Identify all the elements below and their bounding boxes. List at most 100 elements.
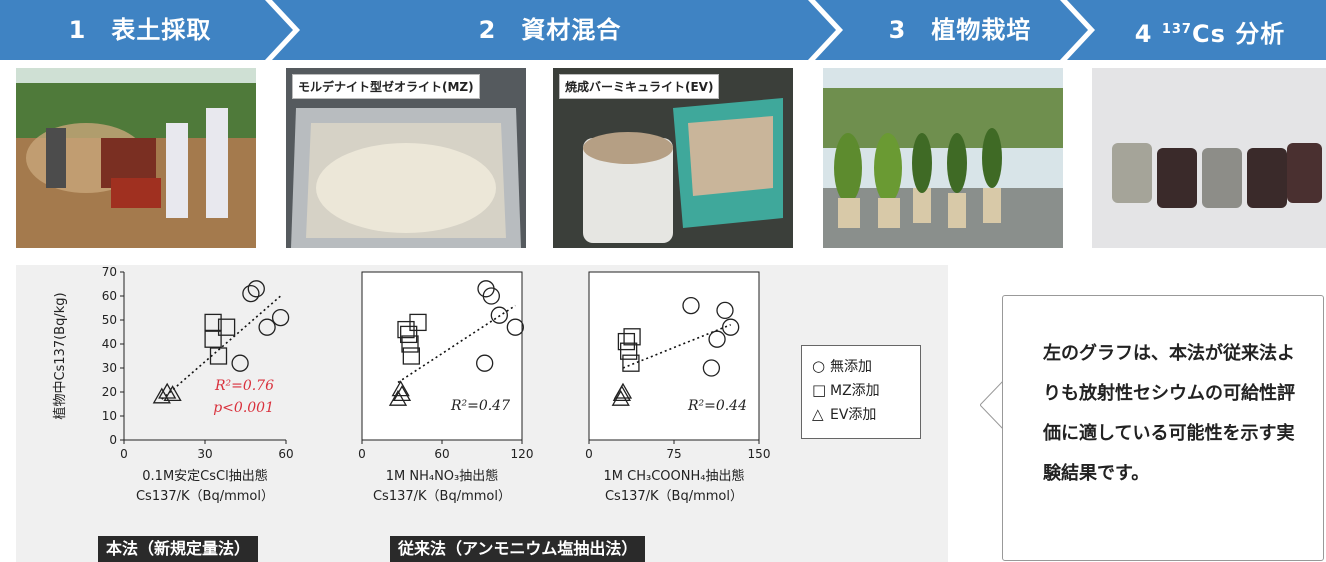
data-point-circle	[271, 308, 290, 327]
data-point-triangle	[392, 385, 412, 402]
data-point-circle	[682, 296, 700, 315]
data-point-square	[622, 354, 640, 372]
data-point-square	[409, 313, 427, 332]
y-tick-label: 30	[102, 361, 117, 375]
data-point-circle	[708, 330, 726, 348]
chart-layer: 0 10 20 30 40 50 60 70 0 30 60 0.1M安定CsCl抽出態 Cs137/K…	[53, 265, 770, 504]
charts-panel: 0 10 20 30 40 50 60 70 0 30 60 0.1M安定CsCl抽出態 Cs137/K…	[16, 265, 948, 562]
y-tick-label: 60	[102, 289, 117, 303]
photo-zeolite: モルデナイト型ゼオライト(MZ)	[286, 68, 526, 248]
x-tick-label: 120	[511, 447, 534, 461]
y-tick-label: 0	[109, 433, 117, 447]
r-squared-annotation: R²=0.76	[214, 378, 274, 394]
step-3-label: 3 植物栽培	[888, 16, 1032, 44]
x-tick-label: 60	[434, 447, 449, 461]
step-2-chevron	[272, 0, 836, 60]
data-point-square	[204, 330, 222, 348]
y-tick-label: 40	[102, 337, 117, 351]
square-icon: □	[812, 381, 827, 399]
step-3-chevron	[815, 0, 1088, 60]
y-tick-label: 10	[102, 409, 117, 423]
data-point-triangle	[391, 380, 410, 397]
y-tick-label: 70	[102, 265, 117, 279]
x-tick-label: 60	[278, 447, 293, 461]
data-point-circle	[722, 318, 740, 336]
step-4-label: 4 137Cs 分析	[1110, 0, 1310, 60]
data-point-triangle	[163, 385, 182, 402]
r-squared-annotation: R²=0.44	[687, 398, 747, 414]
step-1-chevron	[0, 0, 293, 60]
r-squared-annotation: p<0.001	[213, 400, 274, 416]
steps-background	[0, 0, 1326, 60]
data-point-circle	[242, 284, 260, 303]
data-point-square	[400, 325, 418, 344]
legend-item-ev: △ EV添加	[812, 402, 910, 426]
x-axis-unit-label: Cs137/K（Bq/mmol）	[605, 489, 743, 504]
data-point-circle	[247, 280, 265, 298]
callout-tail	[980, 380, 1004, 430]
process-steps-bar: 1 表土採取 2 資材混合 3 植物栽培 4 137Cs 分析	[0, 0, 1326, 60]
step-4-chevron	[1067, 0, 1326, 60]
photo-tag-ev: 焼成バーミキュライト(EV)	[559, 74, 720, 99]
step-1-label: 1 表土採取	[68, 16, 212, 44]
legend-label-mz: MZ添加	[830, 383, 880, 399]
legend-item-mz: □MZ添加	[812, 378, 910, 402]
data-point-circle	[476, 354, 494, 372]
data-point-circle	[482, 287, 500, 305]
y-tick-label: 50	[102, 313, 117, 327]
r-squared-annotation: R²=0.47	[450, 398, 510, 414]
y-tick-label: 20	[102, 385, 117, 399]
x-axis-label: 1M NH₄NO₃抽出態	[386, 468, 499, 484]
circle-icon: ○	[812, 357, 826, 375]
x-tick-label: 30	[197, 447, 212, 461]
legend-label-ev: EV添加	[830, 407, 877, 423]
data-point-square	[617, 332, 636, 351]
data-point-circle	[506, 318, 524, 336]
x-tick-label: 75	[666, 447, 681, 461]
data-point-triangle	[613, 382, 633, 399]
x-axis-label: 0.1M安定CsCl抽出態	[142, 468, 267, 484]
data-point-square	[217, 318, 236, 336]
x-tick-label: 150	[748, 447, 771, 461]
photo-cs-analysis	[1092, 68, 1326, 248]
data-point-triangle	[152, 387, 171, 404]
photo-plant-cultivation	[823, 68, 1063, 248]
legend-label-no-additive: 無添加	[830, 359, 872, 375]
data-point-square	[401, 335, 419, 353]
y-axis-label: 植物中Cs137(Bq/kg)	[53, 292, 68, 419]
triangle-icon: △	[812, 405, 824, 423]
data-point-square	[402, 347, 420, 365]
x-axis-unit-label: Cs137/K（Bq/mmol）	[373, 489, 511, 504]
photo-vermiculite: 焼成バーミキュライト(EV)	[553, 68, 793, 248]
data-point-square	[623, 328, 641, 346]
plot-frame	[588, 271, 760, 441]
data-point-square	[620, 342, 638, 360]
callout-box: 左のグラフは、本法が従来法よりも放射性セシウムの可給性評価に適している可能性を示…	[1002, 295, 1324, 561]
data-point-circle	[231, 354, 249, 372]
method-label-conventional: 従来法（アンモニウム塩抽出法）	[390, 536, 646, 562]
data-point-triangle	[158, 382, 177, 399]
x-tick-label: 0	[120, 447, 128, 461]
photo-soil-sampling	[16, 68, 256, 248]
charts-svg: 0 10 20 30 40 50 60 70 0 30 60 0.1M安定CsCl抽出態 Cs137/K…	[53, 265, 770, 504]
data-point-circle	[490, 306, 508, 324]
step-4-number: 4	[1134, 20, 1153, 48]
x-axis-label: 1M CH₃COONH₄抽出態	[604, 468, 745, 484]
plot-frame	[361, 271, 523, 441]
x-tick-label: 0	[358, 447, 366, 461]
data-point-square	[209, 347, 228, 365]
data-point-circle	[716, 301, 734, 320]
data-point-square	[397, 320, 415, 339]
data-point-triangle	[388, 389, 408, 406]
step-2-label: 2 資材混合	[478, 16, 622, 44]
data-point-circle	[702, 359, 721, 377]
x-tick-label: 0	[585, 447, 593, 461]
step-4-superscript: 137	[1161, 22, 1192, 37]
step-4-suffix: Cs 分析	[1191, 20, 1286, 48]
data-point-square	[204, 313, 222, 332]
legend-item-no-additive: ○無添加	[812, 354, 910, 378]
photo-tag-mz: モルデナイト型ゼオライト(MZ)	[292, 74, 480, 99]
trendline	[161, 295, 282, 400]
callout-text: 左のグラフは、本法が従来法よりも放射性セシウムの可給性評価に適している可能性を示…	[1043, 343, 1295, 484]
data-point-circle	[258, 318, 276, 336]
